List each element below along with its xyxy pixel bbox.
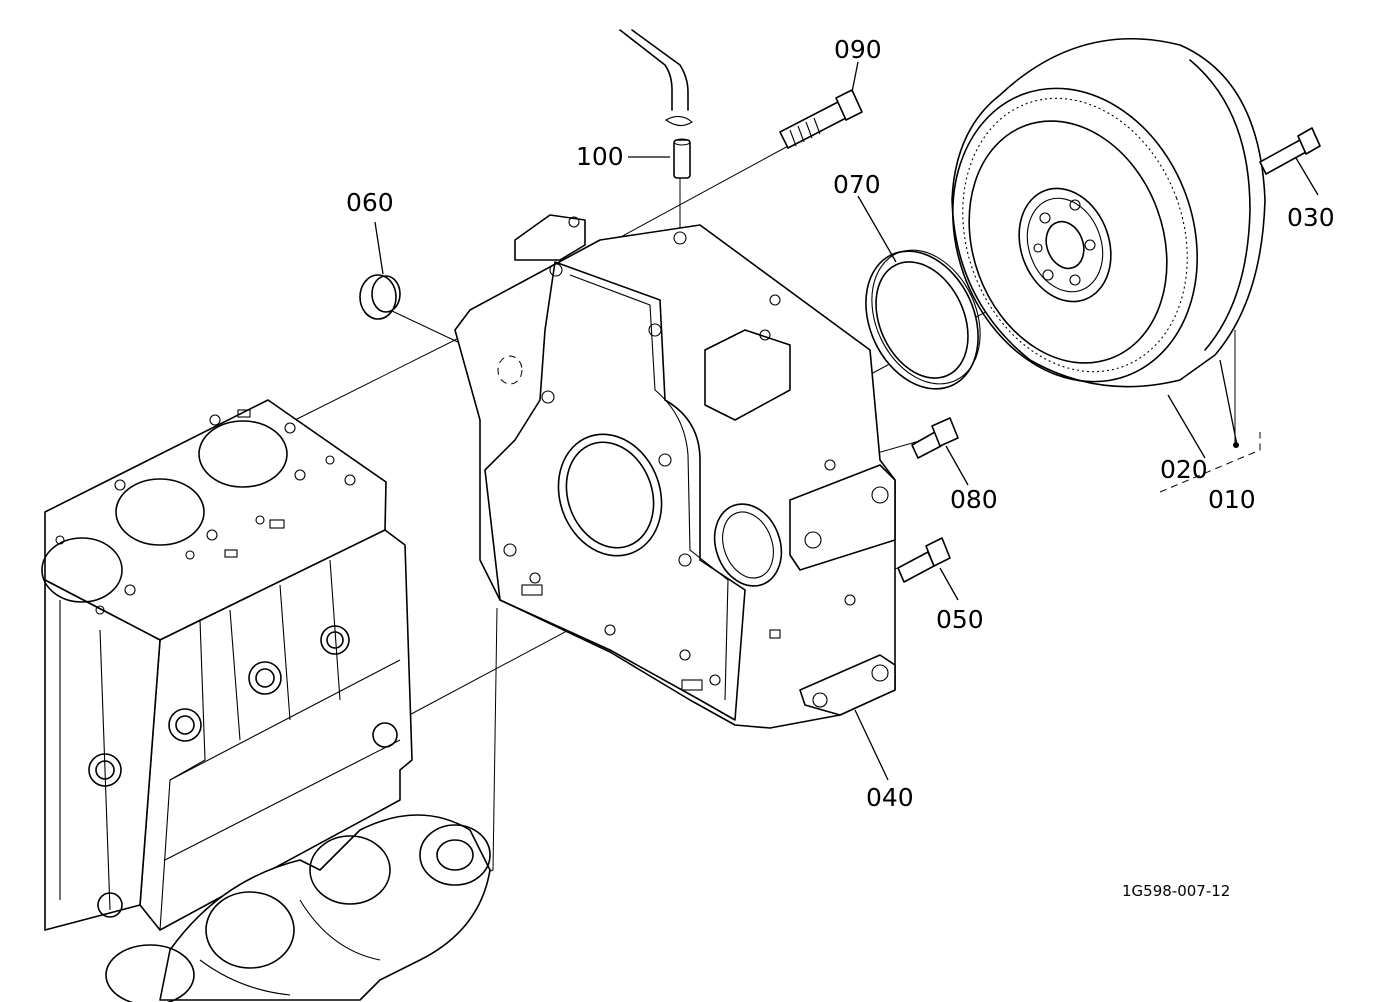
bolt-070-shape [911, 417, 959, 459]
flywheel-housing-shape [454, 214, 896, 729]
part-labels: 090 100 060 070 030 080 050 040 020 010 … [346, 35, 1335, 900]
bolt-080-shape [897, 537, 951, 583]
label-080: 050 [936, 605, 984, 634]
label-050: 060 [346, 188, 394, 217]
flywheel-shape [951, 37, 1266, 388]
bolt-030-shape [1259, 127, 1321, 175]
crankshaft [105, 814, 491, 1002]
label-010: 010 [1208, 485, 1256, 514]
label-070: 080 [950, 485, 998, 514]
plug-shape [359, 274, 401, 320]
label-060: 070 [833, 170, 881, 199]
figure-code: 1G598-007-12 [1122, 882, 1230, 900]
nipple-shape [619, 29, 693, 179]
label-100: 100 [576, 142, 624, 171]
label-020: 020 [1160, 455, 1208, 484]
label-030: 030 [1287, 203, 1335, 232]
label-090: 090 [834, 35, 882, 64]
oil-seal-shape [865, 249, 981, 390]
cylinder-block [41, 399, 413, 931]
leader-lines [374, 61, 1319, 781]
bolt-090-shape [779, 89, 863, 149]
label-040: 040 [866, 783, 914, 812]
